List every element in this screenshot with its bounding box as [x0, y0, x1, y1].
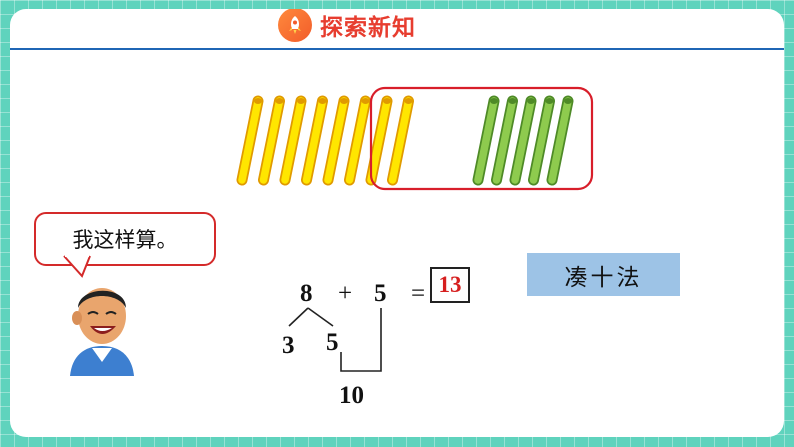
yellow-stick [344, 95, 371, 186]
rocket-icon [278, 9, 312, 42]
addend-b: 5 [374, 280, 387, 307]
split-part-3: 3 [282, 332, 295, 359]
green-stick [528, 95, 555, 186]
yellow-stick [258, 95, 285, 186]
title-text: 探索新知 [320, 15, 416, 41]
answer-box: 13 [430, 267, 470, 303]
header-divider [10, 48, 784, 50]
yellow-stick [365, 95, 393, 186]
answer-value: 13 [438, 272, 462, 297]
yellow-stick [387, 95, 414, 186]
ten-group-outline [369, 86, 594, 191]
green-stick [546, 95, 574, 186]
method-text: 凑十法 [564, 264, 643, 291]
method-label: 凑十法 [527, 253, 680, 296]
boy-avatar [70, 288, 134, 376]
section-title: 探索新知 [278, 9, 416, 42]
green-stick [472, 95, 500, 186]
equals-sign: = [411, 280, 426, 307]
plus-sign: + [338, 280, 353, 307]
yellow-stick [279, 95, 307, 186]
yellow-stick [322, 95, 350, 186]
green-stick [509, 95, 537, 186]
green-sticks [472, 95, 574, 186]
speech-bubble-tail [63, 254, 91, 278]
yellow-stick [301, 95, 328, 186]
green-stick [491, 95, 518, 186]
split-part-5: 5 [326, 329, 339, 356]
speech-text: 我这样算。 [72, 228, 178, 252]
make-ten-result: 10 [339, 382, 364, 409]
yellow-sticks [236, 95, 414, 186]
yellow-stick [236, 95, 264, 186]
addend-a: 8 [300, 280, 313, 307]
